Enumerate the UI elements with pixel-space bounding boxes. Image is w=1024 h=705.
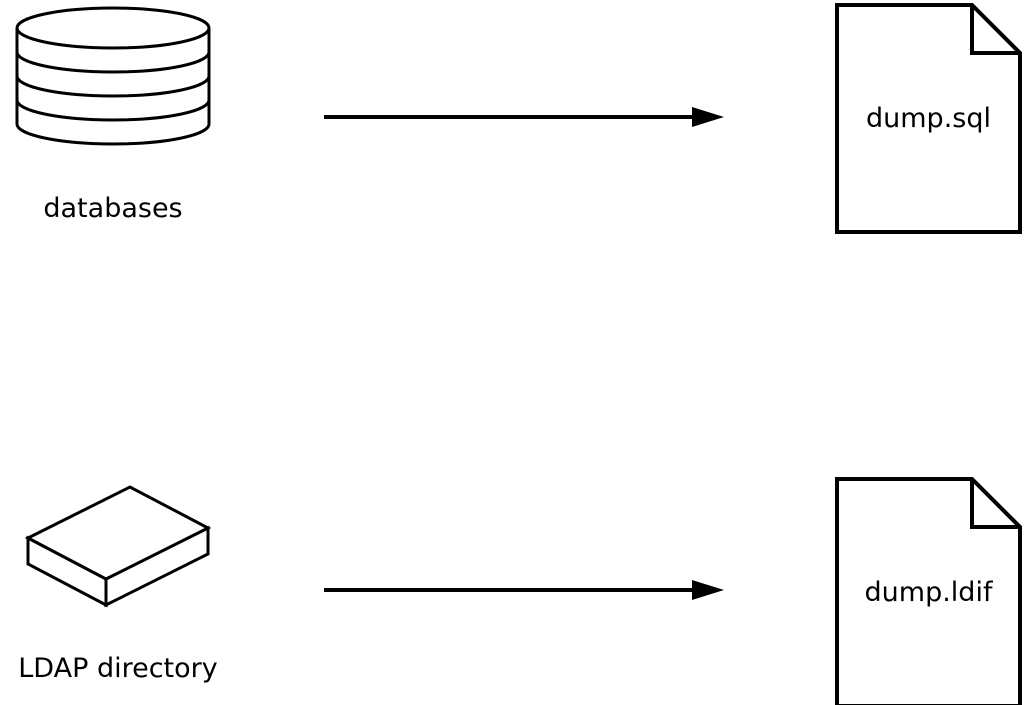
arrow-right-icon bbox=[324, 107, 724, 127]
document-dump-ldif: dump.ldif bbox=[835, 477, 1022, 705]
ldap-directory-label: LDAP directory bbox=[18, 653, 218, 684]
document-filename: dump.sql bbox=[866, 103, 991, 134]
document-icon bbox=[835, 3, 1022, 234]
arrow-right-icon bbox=[324, 580, 724, 600]
databases-label: databases bbox=[43, 193, 183, 224]
document-filename: dump.ldif bbox=[864, 577, 993, 608]
database-cylinder-icon bbox=[15, 6, 211, 146]
ldap-box-icon bbox=[24, 485, 212, 608]
document-dump-sql: dump.sql bbox=[835, 3, 1022, 234]
document-icon bbox=[835, 477, 1022, 705]
